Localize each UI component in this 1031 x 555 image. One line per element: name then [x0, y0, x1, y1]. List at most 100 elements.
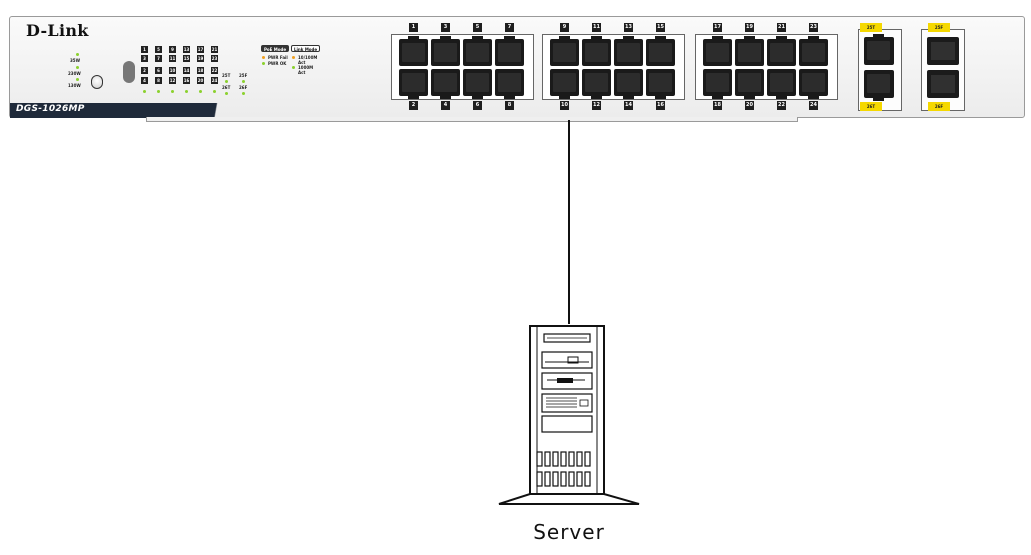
ethernet-port-7[interactable] — [495, 36, 524, 66]
ethernet-port-1[interactable] — [399, 36, 428, 66]
port-led-number: 24 — [211, 77, 218, 84]
port-led-number: 19 — [197, 55, 204, 62]
led-indicator — [292, 66, 295, 69]
ethernet-port-11[interactable] — [582, 36, 611, 66]
legend-act: Act — [298, 60, 306, 65]
sfp-slot-25f[interactable] — [927, 37, 959, 65]
combo-led-label: 26T — [222, 85, 231, 90]
ethernet-port-21[interactable] — [767, 36, 796, 66]
port-led-number: 13 — [183, 46, 190, 53]
port-led-number: 23 — [211, 55, 218, 62]
port-number-label: 10 — [560, 101, 569, 110]
led-indicator — [292, 56, 295, 59]
led-indicator — [213, 90, 216, 93]
combo-led-label: 25T — [222, 73, 231, 78]
port-led-number: 18 — [197, 67, 204, 74]
poe-mode-tag: PoE Mode — [261, 45, 290, 52]
ethernet-port-17[interactable] — [703, 36, 732, 66]
legend-pwr-fail: PWR Fail — [268, 55, 288, 60]
ethernet-port-20[interactable] — [735, 69, 764, 99]
model-band: DGS-1026MP — [10, 103, 242, 118]
ethernet-port-5[interactable] — [463, 36, 492, 66]
port-number-label: 1 — [409, 23, 418, 32]
ethernet-port-24[interactable] — [799, 69, 828, 99]
poe-watt-label: 230W — [68, 71, 81, 76]
port-number-label: 13 — [624, 23, 633, 32]
led-indicator — [225, 92, 228, 95]
led-indicator — [185, 90, 188, 93]
ethernet-port-18[interactable] — [703, 69, 732, 99]
dlink-logo: D-Link — [26, 21, 89, 40]
ethernet-port-9[interactable] — [550, 36, 579, 66]
ethernet-port-19[interactable] — [735, 36, 764, 66]
sfp-port-label: 25F — [928, 23, 950, 32]
ethernet-port-2[interactable] — [399, 69, 428, 99]
port-number-label: 18 — [713, 101, 722, 110]
ethernet-port-23[interactable] — [799, 36, 828, 66]
legend-speed-10-100: 10/100M — [298, 55, 318, 60]
led-mode-indicator — [123, 61, 135, 83]
led-indicator — [171, 90, 174, 93]
port-number-label: 15 — [656, 23, 665, 32]
ethernet-port-8[interactable] — [495, 69, 524, 99]
ethernet-port-22[interactable] — [767, 69, 796, 99]
port-number-label: 8 — [505, 101, 514, 110]
ethernet-port-13[interactable] — [614, 36, 643, 66]
mode-button[interactable] — [91, 75, 103, 89]
port-number-label: 22 — [777, 101, 786, 110]
port-number-label: 21 — [777, 23, 786, 32]
port-number-label: 3 — [441, 23, 450, 32]
port-number-label: 17 — [713, 23, 722, 32]
led-indicator — [262, 56, 265, 59]
port-25t[interactable] — [864, 34, 894, 65]
port-led-number: 21 — [211, 46, 218, 53]
port-led-number: 10 — [169, 67, 176, 74]
model-label: DGS-1026MP — [16, 104, 85, 114]
sfp-slot-26f[interactable] — [927, 70, 959, 98]
ethernet-port-15[interactable] — [646, 36, 675, 66]
port-led-number: 12 — [169, 77, 176, 84]
switch-rack-lip — [146, 117, 798, 122]
port-number-label: 12 — [592, 101, 601, 110]
led-indicator — [242, 80, 245, 83]
port-number-label: 19 — [745, 23, 754, 32]
port-led-number: 2 — [141, 67, 148, 74]
combo-led-label: 26F — [239, 85, 248, 90]
port-led-number: 6 — [155, 67, 162, 74]
port-led-number: 16 — [183, 77, 190, 84]
led-indicator — [76, 78, 79, 81]
legend-speed-1000: 1000M — [298, 65, 314, 70]
port-led-number: 11 — [169, 55, 176, 62]
led-indicator — [242, 92, 245, 95]
poe-watt-label: 35W — [70, 58, 80, 63]
port-number-label: 14 — [624, 101, 633, 110]
legend-act: Act — [298, 70, 306, 75]
combo-port-label: 26T — [860, 102, 882, 111]
port-26t[interactable] — [864, 70, 894, 101]
ethernet-port-3[interactable] — [431, 36, 460, 66]
ethernet-port-12[interactable] — [582, 69, 611, 99]
port-number-label: 6 — [473, 101, 482, 110]
led-indicator — [76, 53, 79, 56]
ethernet-port-10[interactable] — [550, 69, 579, 99]
port-number-label: 23 — [809, 23, 818, 32]
ethernet-port-4[interactable] — [431, 69, 460, 99]
server-label: Server — [533, 520, 605, 544]
combo-port-label: 25T — [860, 23, 882, 32]
port-number-label: 20 — [745, 101, 754, 110]
port-led-number: 20 — [197, 77, 204, 84]
port-led-number: 17 — [197, 46, 204, 53]
port-led-number: 4 — [141, 77, 148, 84]
ethernet-port-6[interactable] — [463, 69, 492, 99]
port-number-label: 11 — [592, 23, 601, 32]
led-indicator — [199, 90, 202, 93]
link-mode-tag: Link Mode — [291, 45, 321, 52]
ethernet-port-16[interactable] — [646, 69, 675, 99]
port-led-number: 3 — [141, 55, 148, 62]
port-number-label: 7 — [505, 23, 514, 32]
led-indicator — [143, 90, 146, 93]
ethernet-port-14[interactable] — [614, 69, 643, 99]
port-number-label: 9 — [560, 23, 569, 32]
led-indicator — [157, 90, 160, 93]
server-tower-icon — [498, 325, 640, 505]
